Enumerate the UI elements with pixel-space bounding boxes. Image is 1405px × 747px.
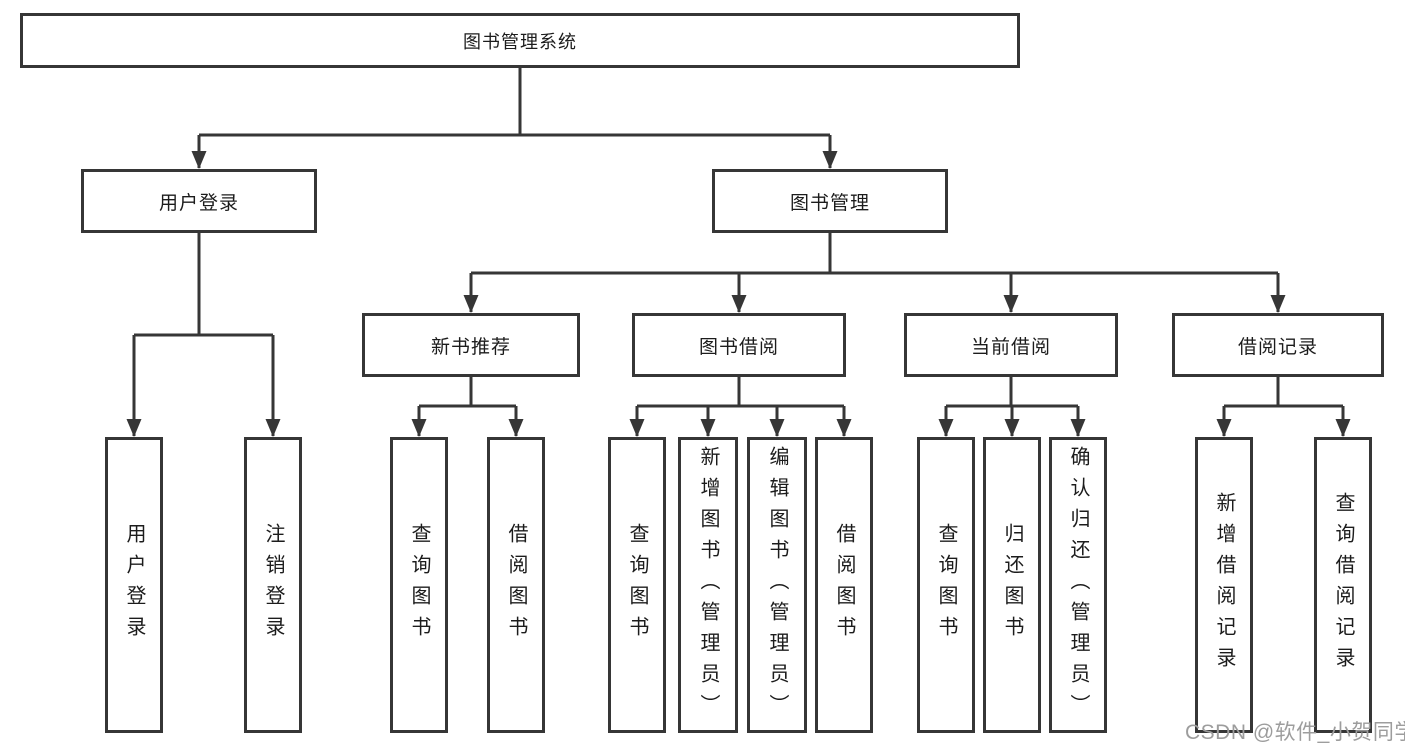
leaf-newbook-query-books-label: 查询图书 — [408, 523, 430, 647]
node-borrow-records: 借阅记录 — [1172, 313, 1384, 377]
connector-book-mgmt-level3 — [471, 233, 1278, 275]
node-book-borrow: 图书借阅 — [632, 313, 846, 377]
csdn-watermark: CSDN @软件_小贺同学 — [1185, 721, 1405, 744]
node-new-book-recommend: 新书推荐 — [362, 313, 580, 377]
node-borrow-records-label: 借阅记录 — [1237, 336, 1318, 358]
leaf-logout-label: 注销登录 — [262, 523, 284, 647]
leaf-borrow-query-books: 查询图书 — [608, 437, 666, 733]
leaf-add-borrow-record-label: 新增借阅记录 — [1213, 492, 1235, 678]
leaf-current-query-books: 查询图书 — [917, 437, 975, 733]
leaf-confirm-return-admin: 确认归还（管理员） — [1049, 437, 1107, 733]
connector-root-level2 — [199, 68, 830, 137]
node-user-login-label: 用户登录 — [158, 192, 239, 214]
node-new-book-recommend-label: 新书推荐 — [430, 336, 511, 358]
node-current-borrow: 当前借阅 — [904, 313, 1118, 377]
leaf-return-books-label: 归还图书 — [1001, 523, 1023, 647]
leaf-newbook-borrow-books-label: 借阅图书 — [505, 523, 527, 647]
leaf-return-books: 归还图书 — [983, 437, 1041, 733]
connector-new-book-children — [419, 377, 516, 408]
node-book-management: 图书管理 — [712, 169, 948, 233]
leaf-borrow-query-books-label: 查询图书 — [626, 523, 648, 647]
leaf-newbook-borrow-books: 借阅图书 — [487, 437, 545, 733]
node-book-borrow-label: 图书借阅 — [698, 336, 779, 358]
leaf-confirm-return-admin-label: 确认归还（管理员） — [1067, 445, 1089, 725]
leaf-user-login-label: 用户登录 — [123, 523, 145, 647]
leaf-add-books-admin: 新增图书（管理员） — [678, 437, 738, 733]
node-root-label: 图书管理系统 — [463, 31, 577, 52]
node-book-management-label: 图书管理 — [789, 192, 870, 214]
leaf-user-login: 用户登录 — [105, 437, 163, 733]
node-root-library-management-system: 图书管理系统 — [20, 13, 1020, 68]
connector-book-borrow-children — [637, 377, 844, 408]
connector-user-login-children — [134, 233, 273, 337]
leaf-borrow-borrow-books: 借阅图书 — [815, 437, 873, 733]
leaf-current-query-books-label: 查询图书 — [935, 523, 957, 647]
node-current-borrow-label: 当前借阅 — [970, 336, 1051, 358]
leaf-add-books-admin-label: 新增图书（管理员） — [697, 445, 719, 725]
leaf-edit-books-admin: 编辑图书（管理员） — [747, 437, 807, 733]
leaf-add-borrow-record: 新增借阅记录 — [1195, 437, 1253, 733]
leaf-query-borrow-record: 查询借阅记录 — [1314, 437, 1372, 733]
leaf-edit-books-admin-label: 编辑图书（管理员） — [766, 445, 788, 725]
leaf-query-borrow-record-label: 查询借阅记录 — [1332, 492, 1354, 678]
node-user-login: 用户登录 — [81, 169, 317, 233]
connector-borrow-records-children — [1224, 377, 1343, 408]
leaf-logout: 注销登录 — [244, 437, 302, 733]
connector-current-borrow-children — [946, 377, 1078, 408]
leaf-borrow-borrow-books-label: 借阅图书 — [833, 523, 855, 647]
leaf-newbook-query-books: 查询图书 — [390, 437, 448, 733]
